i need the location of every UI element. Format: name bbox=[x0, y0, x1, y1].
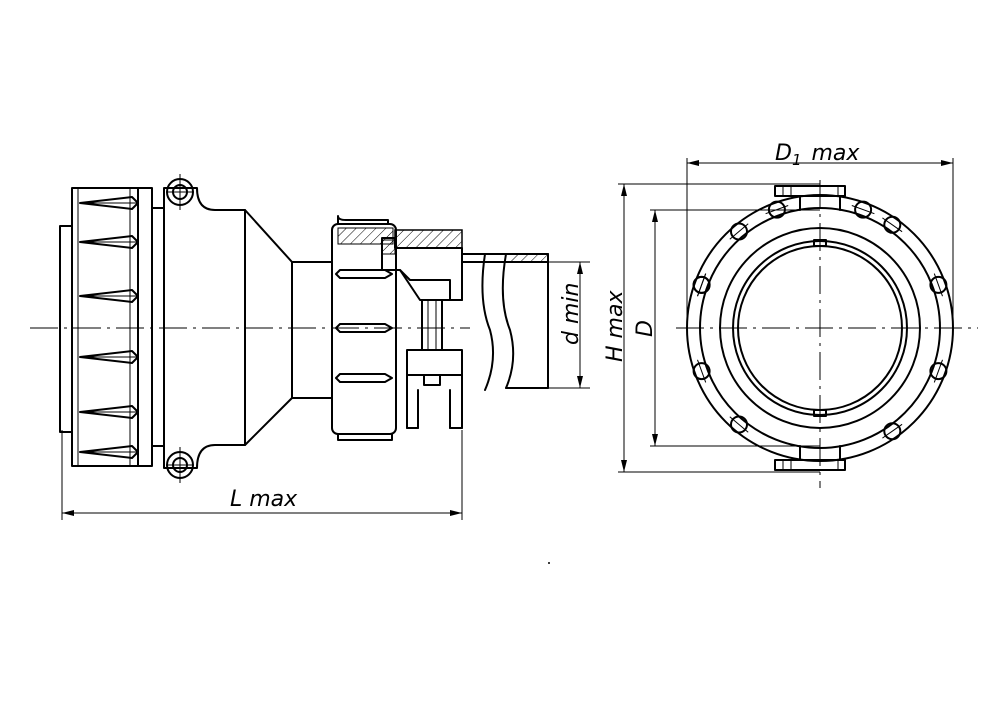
bolt-ring-circle bbox=[699, 207, 941, 449]
cable-gland bbox=[381, 229, 463, 301]
bolt-head bbox=[882, 215, 903, 234]
cable bbox=[461, 253, 549, 391]
coupling-ridge bbox=[79, 235, 139, 249]
bolt-head bbox=[692, 273, 711, 297]
stray-dot bbox=[548, 562, 550, 564]
bolt-head bbox=[882, 422, 903, 441]
top-clamp-screw bbox=[774, 185, 846, 211]
body-circle bbox=[719, 227, 921, 429]
rear-plate bbox=[59, 225, 73, 433]
cable-clamp-bracket bbox=[406, 299, 463, 429]
l-max-label: L max bbox=[230, 487, 298, 512]
key-notch-top bbox=[813, 239, 827, 247]
bolt-head bbox=[729, 222, 749, 241]
coupling-ridges bbox=[79, 196, 139, 459]
coupling-ridge bbox=[79, 289, 139, 303]
knurled-coupling-nut bbox=[71, 187, 165, 467]
bolt-head bbox=[729, 415, 749, 434]
mounting-screw-bottom bbox=[166, 447, 194, 483]
bolt-head bbox=[929, 273, 948, 297]
d-min-label: d min bbox=[559, 283, 584, 345]
side-view: L max d min bbox=[30, 174, 590, 520]
neck-section bbox=[291, 261, 333, 399]
bolt-head bbox=[929, 359, 948, 383]
bolt-head bbox=[692, 359, 711, 383]
key-notch-bottom bbox=[813, 409, 827, 417]
clamp-nut bbox=[331, 215, 397, 441]
bottom-clamp-screw bbox=[774, 445, 846, 471]
coupling-ridge bbox=[79, 196, 139, 210]
mounting-screw-top bbox=[166, 174, 194, 210]
h-max-label: H max bbox=[603, 290, 628, 362]
bolt-head bbox=[851, 200, 875, 219]
d-label: D bbox=[633, 320, 658, 337]
bolt-heads bbox=[692, 200, 948, 441]
coupling-ridge bbox=[79, 405, 139, 419]
coupling-ridge bbox=[79, 350, 139, 364]
coupling-ridge bbox=[79, 445, 139, 459]
